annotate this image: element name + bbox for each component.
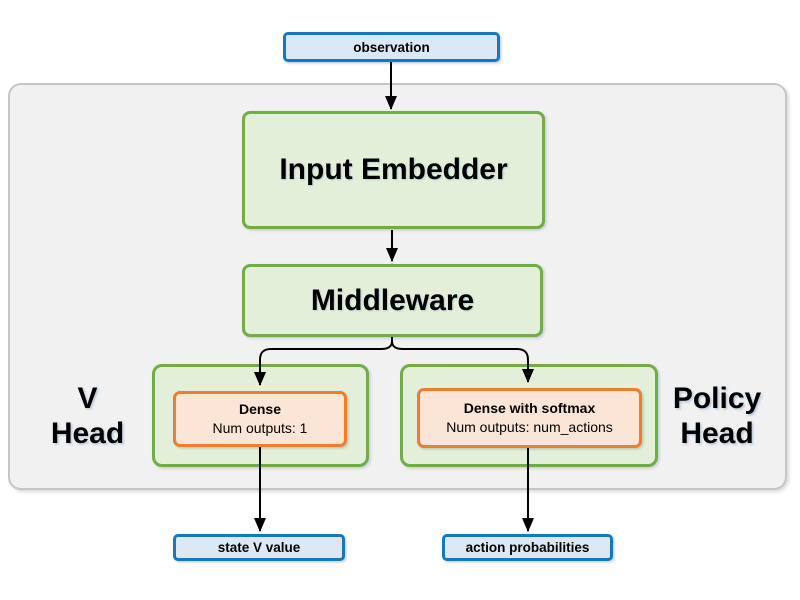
policy-head-dense-layer: Dense with softmax Num outputs: num_acti… [417, 388, 642, 448]
action-probabilities-label: action probabilities [465, 540, 590, 555]
v-head-dense-layer: Dense Num outputs: 1 [173, 391, 347, 447]
observation-label: observation [353, 39, 430, 55]
v-head-label-line1: V [77, 382, 98, 415]
policy-head-label-line1: Policy [672, 382, 762, 415]
v-head-label: V Head [25, 381, 150, 451]
state-v-value-label: state V value [217, 540, 301, 555]
policy-head-label: Policy Head [653, 381, 781, 451]
policy-dense-detail: Num outputs: num_actions [446, 419, 613, 435]
middleware-label: Middleware [310, 283, 475, 317]
input-embedder-label: Input Embedder [279, 153, 508, 186]
v-head-label-line2: Head [50, 417, 125, 450]
action-probabilities-node: action probabilities [442, 534, 613, 561]
input-embedder-node: Input Embedder [242, 111, 545, 229]
v-dense-title: Dense [238, 401, 282, 417]
middleware-node: Middleware [242, 264, 543, 337]
policy-dense-title: Dense with softmax [463, 400, 596, 416]
policy-head-label-line2: Head [680, 417, 754, 450]
v-dense-detail: Num outputs: 1 [212, 420, 308, 436]
state-v-value-node: state V value [173, 534, 345, 561]
observation-node: observation [283, 32, 500, 62]
